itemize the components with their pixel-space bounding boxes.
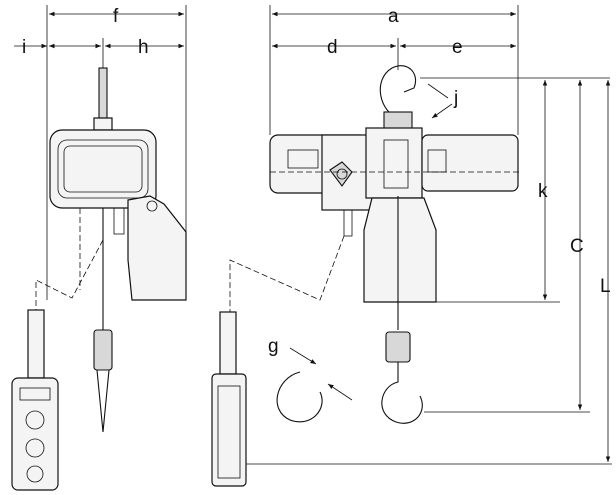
label-d: d bbox=[327, 37, 338, 58]
label-f: f bbox=[113, 6, 119, 27]
label-g: g bbox=[268, 336, 279, 357]
chain-sprocket-housing bbox=[365, 127, 423, 199]
label-e: e bbox=[452, 37, 463, 58]
dimension-g-line bbox=[289, 347, 317, 365]
side-cover-plate bbox=[127, 195, 187, 301]
side-pendant-control bbox=[11, 377, 59, 491]
chain-container bbox=[363, 197, 437, 303]
label-h: h bbox=[138, 37, 149, 58]
front-top-hook bbox=[379, 65, 416, 119]
dimension-labels: f i h a d e j k g C L bbox=[22, 6, 611, 357]
side-hoist-body bbox=[49, 129, 157, 209]
label-L: L bbox=[600, 276, 611, 297]
label-a: a bbox=[388, 6, 399, 27]
front-bottom-hook bbox=[381, 362, 423, 424]
dimension-j-line bbox=[431, 103, 453, 119]
front-view bbox=[211, 5, 612, 487]
hook-throat-detail bbox=[276, 371, 323, 423]
side-pendant-cord bbox=[27, 309, 45, 379]
label-C: C bbox=[570, 236, 584, 257]
side-bottom-block bbox=[93, 329, 113, 371]
side-view bbox=[11, 5, 187, 491]
label-i: i bbox=[22, 37, 26, 58]
front-bottom-block bbox=[385, 331, 411, 363]
front-pendant-cord bbox=[219, 311, 237, 375]
label-k: k bbox=[538, 181, 548, 202]
label-j: j bbox=[453, 88, 458, 109]
front-pendant-control bbox=[211, 373, 247, 487]
brake-housing bbox=[421, 134, 519, 192]
